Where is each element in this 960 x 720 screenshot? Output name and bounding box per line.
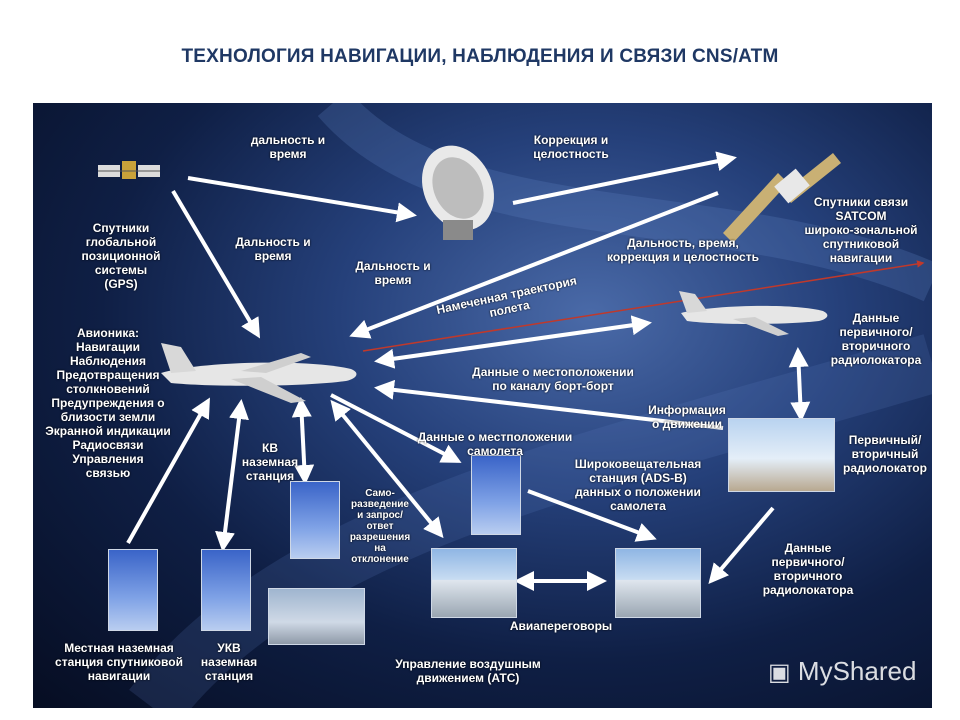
arrow-satcom-aircraft bbox=[349, 191, 719, 339]
arrow-aircraft2-radar bbox=[788, 347, 811, 422]
label-traffic-info: Информация о движении bbox=[648, 403, 726, 431]
arrow-local-aircraft bbox=[126, 397, 210, 544]
label-radar-data-1: Данные первичного/ вторичного радиолокат… bbox=[830, 311, 922, 367]
arrow-adsb-atc2 bbox=[527, 489, 657, 542]
dish-antenna-icon bbox=[422, 145, 494, 240]
label-adsb: Широковещательная станция (ADS-B) данных… bbox=[574, 457, 702, 513]
presentation-board-icon: ▣ bbox=[768, 659, 791, 686]
label-atc: Управление воздушным движением (АТС) bbox=[395, 657, 541, 685]
label-vhf-station: УКВ наземная станция bbox=[200, 641, 258, 683]
airplane-icon bbox=[161, 343, 357, 403]
label-position-data: Данные о местоположении по каналу борт-б… bbox=[472, 365, 634, 393]
page-title: ТЕХНОЛОГИЯ НАВИГАЦИИ, НАБЛЮДЕНИЯ И СВЯЗИ… bbox=[181, 46, 779, 67]
local-station-photo bbox=[108, 549, 158, 631]
label-negotiations: Авиапереговоры bbox=[509, 619, 613, 633]
hf-station-photo bbox=[290, 481, 340, 559]
label-range-time-1: дальность и время bbox=[250, 133, 326, 161]
vhf-station-photo bbox=[201, 549, 251, 631]
swirl-band bbox=[129, 334, 932, 708]
label-hf-station: КВ наземная станция bbox=[241, 441, 299, 483]
label-local-station: Местная наземная станция спутниковой нав… bbox=[55, 641, 183, 683]
atc-building-photo bbox=[431, 548, 517, 618]
label-self-ident: Само- разведение и запрос/ ответ разреше… bbox=[349, 488, 411, 565]
diagram-panel: Спутники глобальной позиционной системы … bbox=[33, 103, 932, 708]
label-satcom: Спутники связи SATCOM широко-зональной с… bbox=[804, 195, 918, 265]
arrow-hf-aircraft bbox=[291, 397, 315, 485]
adsb-station-photo bbox=[471, 455, 521, 535]
label-correction: Коррекция и целостность bbox=[533, 133, 609, 161]
label-range-time-3: Дальность и время bbox=[355, 259, 431, 287]
watermark-text: MyShared bbox=[797, 656, 917, 686]
label-avionics: Авионика: Навигации Наблюдения Предотвра… bbox=[45, 326, 171, 480]
arrow-aircraft-atc bbox=[330, 399, 444, 539]
swirl-band bbox=[317, 103, 932, 302]
radar-photo bbox=[728, 418, 835, 492]
label-range-time-2: Дальность и время bbox=[235, 235, 311, 263]
arrow-vhf-aircraft bbox=[215, 399, 249, 552]
arrow-radar-aircraft bbox=[374, 379, 724, 430]
label-radar-data-2: Данные первичного/ вторичного радиолокат… bbox=[762, 541, 854, 597]
label-range-time-correction: Дальность, время, коррекция и целостност… bbox=[607, 236, 759, 264]
negotiation-building-photo bbox=[615, 548, 701, 618]
airplane-icon bbox=[679, 291, 828, 336]
diagram-graphics bbox=[98, 103, 932, 708]
arrow-radar-atc2 bbox=[708, 506, 775, 585]
label-primary-radar: Первичный/ вторичный радиолокатор bbox=[843, 433, 927, 475]
arrow-gps-dish bbox=[187, 176, 417, 223]
satcom-satellite-icon bbox=[723, 153, 841, 243]
label-aircraft-position: Данные о местположении самолета bbox=[417, 430, 573, 458]
watermark: ▣ MyShared bbox=[768, 656, 916, 687]
gps-satellite-icon bbox=[98, 161, 160, 179]
arrow-aircraft-aircraft2 bbox=[374, 315, 652, 369]
arrow-dish-satcom bbox=[512, 151, 737, 205]
arrow-gps-aircraft bbox=[171, 189, 261, 339]
control-tower-photo bbox=[268, 588, 365, 645]
label-gps: Спутники глобальной позиционной системы … bbox=[81, 221, 161, 291]
